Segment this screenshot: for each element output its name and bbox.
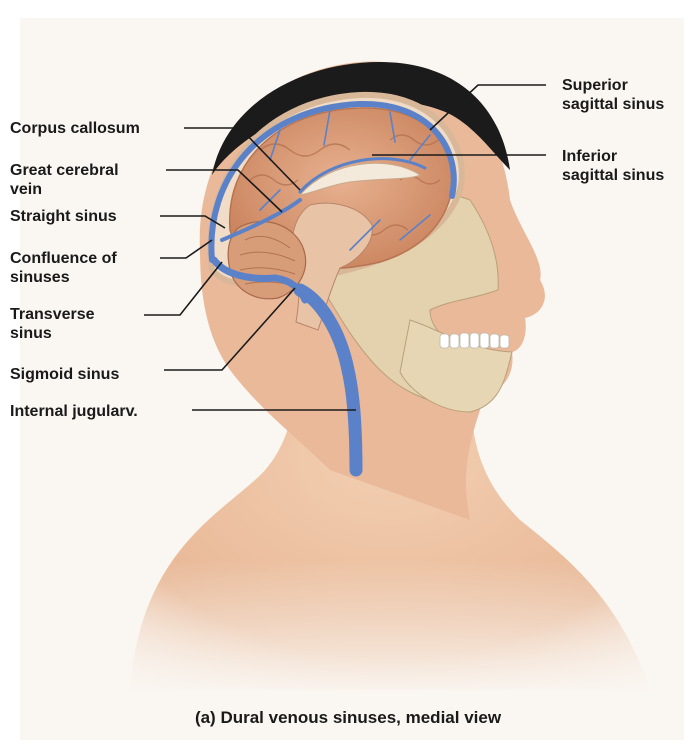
label-straight-sinus: Straight sinus — [10, 207, 117, 226]
bottom-fade — [20, 560, 684, 700]
label-superior-sagittal-sinus: Superior sagittal sinus — [562, 76, 664, 114]
teeth — [440, 333, 509, 348]
label-internal-jugular-vein: Internal jugularv. — [10, 402, 138, 421]
label-transverse-sinus: Transverse sinus — [10, 305, 95, 343]
label-great-cerebral-vein: Great cerebral vein — [10, 161, 119, 199]
label-sigmoid-sinus: Sigmoid sinus — [10, 365, 119, 384]
label-inferior-sagittal-sinus: Inferior sagittal sinus — [562, 147, 664, 185]
label-confluence-of-sinuses: Confluence of sinuses — [10, 249, 117, 287]
label-corpus-callosum: Corpus callosum — [10, 119, 140, 138]
figure-caption: (a) Dural venous sinuses, medial view — [0, 708, 696, 728]
